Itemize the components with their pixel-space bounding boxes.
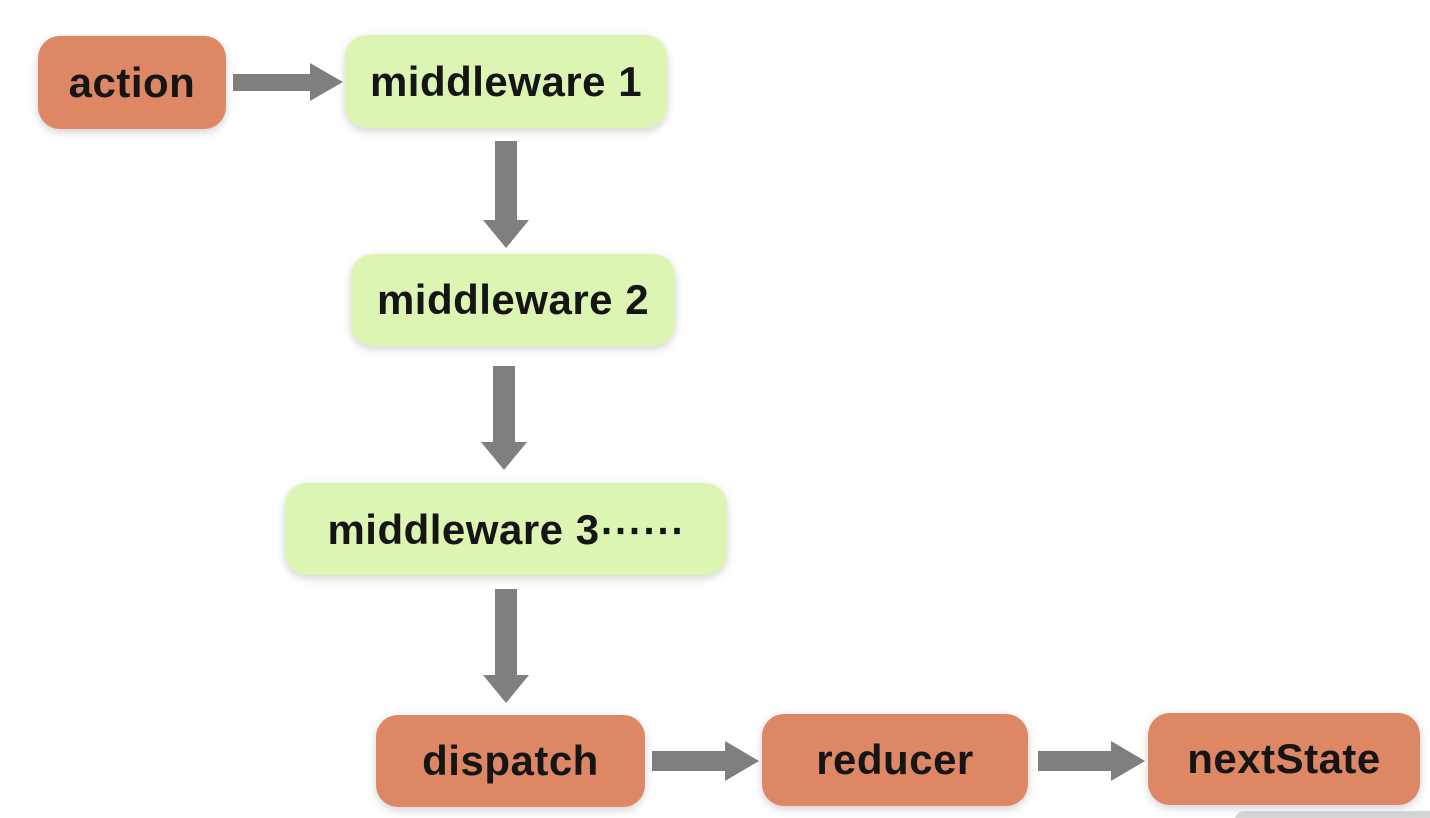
partial-gray-box <box>1235 811 1430 818</box>
arrow-shaft <box>495 589 517 675</box>
node-middleware-1: middleware 1 <box>345 35 667 128</box>
arrow-shaft <box>1038 751 1111 771</box>
arrow-down-icon <box>481 442 527 470</box>
node-dispatch-label: dispatch <box>422 737 599 784</box>
arrow-middleware3-to-dispatch <box>483 589 529 703</box>
node-middleware-3-label: middleware 3⋯⋯ <box>327 505 685 553</box>
arrow-dispatch-to-reducer <box>652 741 759 781</box>
arrow-shaft <box>233 73 310 91</box>
arrow-shaft <box>493 366 515 442</box>
node-middleware-3: middleware 3⋯⋯ <box>285 483 727 575</box>
node-dispatch: dispatch <box>376 715 645 807</box>
node-nextstate: nextState <box>1148 713 1420 805</box>
arrow-right-icon <box>1111 741 1145 781</box>
node-reducer: reducer <box>762 714 1028 806</box>
arrow-reducer-to-nextstate <box>1038 741 1145 781</box>
arrow-shaft <box>495 141 517 220</box>
arrow-middleware2-to-middleware3 <box>481 366 527 470</box>
node-middleware-1-label: middleware 1 <box>369 57 643 105</box>
arrow-right-icon <box>725 741 759 781</box>
arrow-shaft <box>652 751 725 771</box>
node-action-label: action <box>68 58 196 106</box>
node-action: action <box>38 36 226 129</box>
node-reducer-label: reducer <box>816 736 974 783</box>
arrow-middleware1-to-middleware2 <box>483 141 529 248</box>
arrow-down-icon <box>483 220 529 248</box>
arrow-right-icon <box>310 63 343 101</box>
node-middleware-2: middleware 2 <box>351 254 675 346</box>
arrow-down-icon <box>483 675 529 703</box>
node-nextstate-label: nextState <box>1187 735 1381 782</box>
node-middleware-2-label: middleware 2 <box>376 276 650 323</box>
arrow-action-to-middleware1 <box>233 63 343 101</box>
